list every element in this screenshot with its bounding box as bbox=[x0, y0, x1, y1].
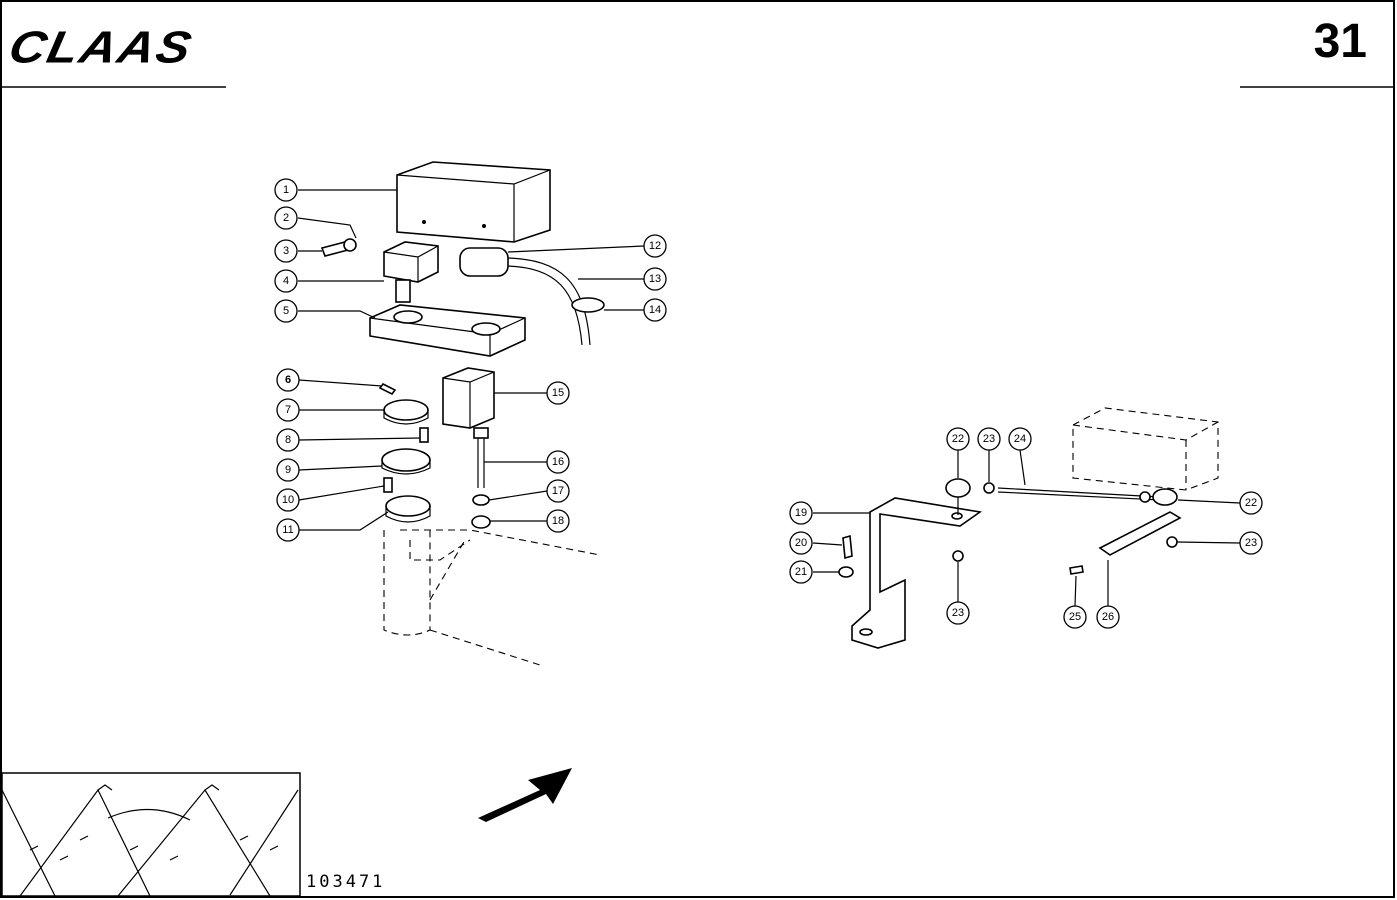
callout-22-top: 22 bbox=[946, 427, 970, 451]
svg-text:3: 3 bbox=[283, 245, 289, 257]
phantom-box bbox=[1072, 407, 1219, 491]
svg-text:4: 4 bbox=[283, 275, 289, 287]
svg-text:2: 2 bbox=[283, 212, 289, 224]
svg-text:18: 18 bbox=[552, 515, 564, 527]
nut-23-right bbox=[1166, 536, 1178, 548]
callout-12: 12 bbox=[643, 234, 667, 258]
callout-3: 3 bbox=[274, 239, 298, 263]
ball-joint-22-left bbox=[945, 478, 971, 515]
bracket-19 bbox=[851, 497, 983, 649]
callout-15: 15 bbox=[546, 381, 570, 405]
washer-21 bbox=[838, 566, 854, 578]
svg-text:23: 23 bbox=[1245, 537, 1257, 549]
lever-26 bbox=[1098, 511, 1182, 556]
callout-2: 2 bbox=[274, 206, 298, 230]
rod-24 bbox=[997, 487, 1161, 501]
callout-4: 4 bbox=[274, 269, 298, 293]
mounting-plate bbox=[369, 304, 526, 357]
svg-text:23: 23 bbox=[983, 433, 995, 445]
pin-25 bbox=[1069, 565, 1084, 575]
bolt-16 bbox=[473, 427, 489, 488]
pin-6 bbox=[378, 382, 397, 396]
callout-20: 20 bbox=[789, 531, 813, 555]
svg-text:14: 14 bbox=[649, 304, 661, 316]
svg-text:8: 8 bbox=[285, 434, 291, 446]
svg-text:17: 17 bbox=[552, 485, 564, 497]
washer-18 bbox=[471, 515, 491, 529]
washer-17 bbox=[472, 494, 490, 506]
pin-8 bbox=[419, 427, 429, 443]
disc-7 bbox=[383, 399, 429, 425]
phantom-shaft bbox=[383, 529, 601, 666]
pin-10 bbox=[383, 477, 393, 493]
svg-text:19: 19 bbox=[795, 507, 807, 519]
callout-26: 26 bbox=[1096, 605, 1120, 629]
drawing-number: 103471 bbox=[306, 872, 386, 892]
page-number: 31 bbox=[1313, 15, 1367, 68]
screw-20 bbox=[842, 534, 853, 560]
reel-inset-icon bbox=[1, 772, 301, 897]
svg-text:1: 1 bbox=[283, 184, 289, 196]
nut-23-bottom bbox=[952, 550, 964, 562]
svg-text:9: 9 bbox=[285, 464, 291, 476]
callout-7: 7 bbox=[276, 398, 300, 422]
connector-cable bbox=[459, 247, 605, 346]
svg-text:15: 15 bbox=[552, 387, 564, 399]
callout-5: 5 bbox=[274, 299, 298, 323]
svg-text:6: 6 bbox=[285, 374, 291, 386]
callout-11: 11 bbox=[276, 518, 300, 542]
disc-9 bbox=[381, 448, 431, 475]
callout-23-bottom: 23 bbox=[946, 601, 970, 625]
direction-arrow-icon bbox=[478, 768, 572, 822]
callout-6: 6 bbox=[276, 368, 300, 392]
svg-text:24: 24 bbox=[1014, 433, 1026, 445]
callout-24: 24 bbox=[1008, 427, 1032, 451]
callout-13: 13 bbox=[643, 267, 667, 291]
svg-text:25: 25 bbox=[1069, 611, 1081, 623]
svg-text:26: 26 bbox=[1102, 611, 1114, 623]
callout-1: 1 bbox=[274, 178, 298, 202]
callout-21: 21 bbox=[789, 560, 813, 584]
svg-text:21: 21 bbox=[795, 566, 807, 578]
svg-text:13: 13 bbox=[649, 273, 661, 285]
svg-text:7: 7 bbox=[285, 404, 291, 416]
nut-23-top bbox=[983, 482, 995, 494]
sensor-unit bbox=[383, 241, 439, 303]
svg-text:22: 22 bbox=[952, 433, 964, 445]
svg-text:12: 12 bbox=[649, 240, 661, 252]
svg-text:10: 10 bbox=[282, 494, 294, 506]
callout-14: 14 bbox=[643, 298, 667, 322]
svg-text:11: 11 bbox=[282, 524, 293, 536]
callout-22-right: 22 bbox=[1239, 491, 1263, 515]
callout-23-top: 23 bbox=[977, 427, 1001, 451]
callout-8: 8 bbox=[276, 428, 300, 452]
callout-9: 9 bbox=[276, 458, 300, 482]
svg-text:22: 22 bbox=[1245, 497, 1257, 509]
screw-3 bbox=[320, 238, 357, 257]
svg-text:23: 23 bbox=[952, 607, 964, 619]
callout-10: 10 bbox=[276, 488, 300, 512]
svg-text:5: 5 bbox=[283, 305, 289, 317]
ball-joint-22-right bbox=[1152, 488, 1178, 506]
leader-lines bbox=[297, 189, 1241, 607]
callout-18: 18 bbox=[546, 509, 570, 533]
callout-25: 25 bbox=[1063, 605, 1087, 629]
sensor-housing bbox=[396, 161, 551, 243]
svg-text:20: 20 bbox=[795, 537, 807, 549]
disc-11 bbox=[385, 495, 431, 523]
callout-17: 17 bbox=[546, 479, 570, 503]
callout-16: 16 bbox=[546, 450, 570, 474]
block-15 bbox=[442, 367, 495, 429]
nut-rod bbox=[1139, 491, 1151, 503]
svg-text:16: 16 bbox=[552, 456, 564, 468]
callout-23-right: 23 bbox=[1239, 531, 1263, 555]
callout-19: 19 bbox=[789, 501, 813, 525]
